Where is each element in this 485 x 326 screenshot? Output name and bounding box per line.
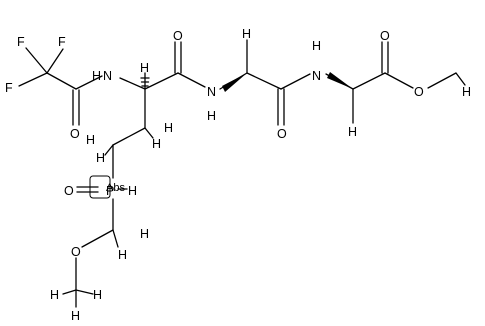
atom-f2: F: [58, 35, 66, 49]
atom-o-amide1: O: [173, 29, 183, 43]
bond-ch2-h-a: [144, 127, 154, 139]
abs-box: [89, 175, 111, 199]
bond-o-methyl: [427, 72, 457, 89]
bond-f3-c: [18, 72, 48, 87]
bond-ch2-h-b: [104, 144, 114, 156]
bond-pch2-h: [112, 229, 119, 248]
bond-ch3-h-a: [62, 289, 77, 295]
bond-cf3-carbonyl: [46, 72, 77, 90]
atom-h-alpha2: H: [242, 27, 251, 41]
atom-n-tfa-h: H: [92, 69, 101, 83]
atom-h-methoxy-a: H: [50, 288, 59, 302]
atom-o-methoxy: O: [71, 245, 81, 259]
atom-h-methoxy-c: H: [71, 309, 80, 323]
bond-layer: [18, 39, 466, 308]
atom-h-ch2-b: H: [164, 121, 173, 135]
bold-wedge-calpha3: [327, 72, 353, 89]
atom-o-tfa: O: [70, 127, 80, 141]
atom-n-ala-h: H: [207, 109, 216, 123]
atom-o-ester: O: [414, 85, 424, 99]
atom-h-alpha3: H: [348, 125, 357, 139]
atom-h-methoxy-b: H: [93, 288, 102, 302]
stereo-layer: [140, 72, 353, 92]
atom-o-phosphoryl: O: [64, 184, 74, 198]
atom-o-amide2: O: [277, 127, 287, 141]
bond-f2-c: [46, 48, 64, 74]
bond-carbonyl3-o: [384, 72, 414, 89]
bond-n-calpha1: [119, 77, 146, 90]
atom-n-ala: N: [207, 85, 216, 99]
atom-h-methyl-ester: H: [462, 85, 471, 99]
abs-label: Abs: [106, 182, 125, 194]
bond-carbonyl1-n: [177, 72, 206, 88]
hash-wedge-calpha1: [140, 77, 150, 87]
bond-calpha3-carbonyl: [352, 72, 386, 90]
bond-ch2-ch2: [112, 127, 146, 146]
bond-calpha2-carbonyl: [246, 72, 282, 90]
bond-f1-c: [25, 47, 48, 74]
atom-h-pch2-b: H: [140, 227, 149, 241]
atom-n-tfa: N: [103, 69, 112, 83]
bond-methyl-h: [455, 72, 466, 86]
atom-n-ala2-h: H: [312, 39, 321, 53]
atom-label-layer: F F F N H O H O N H H O N H H O O H H H …: [5, 27, 471, 323]
atom-h-ch2-c: H: [96, 151, 105, 165]
bond-ch3-h-b: [75, 289, 94, 295]
bond-carbonyl2-n: [280, 73, 311, 90]
atom-n-ala2: N: [312, 69, 321, 83]
bond-pch2-o: [81, 229, 114, 248]
bold-wedge-calpha2: [222, 73, 247, 92]
atom-f1: F: [17, 35, 25, 49]
atom-o-ester-carbonyl: O: [380, 29, 390, 43]
atom-p-h: H: [128, 184, 137, 198]
bond-carbonyl-n: [75, 75, 103, 90]
atom-h-pch2-a: H: [118, 248, 127, 262]
bond-calpha1-carbonyl: [144, 72, 179, 90]
atom-h-ch2-a: H: [152, 137, 161, 151]
atom-h-ch2-d: H: [86, 133, 95, 147]
atom-h-alpha1: H: [140, 61, 149, 75]
atom-f3: F: [5, 81, 13, 95]
abs-stereo-marker: Abs: [89, 175, 125, 199]
